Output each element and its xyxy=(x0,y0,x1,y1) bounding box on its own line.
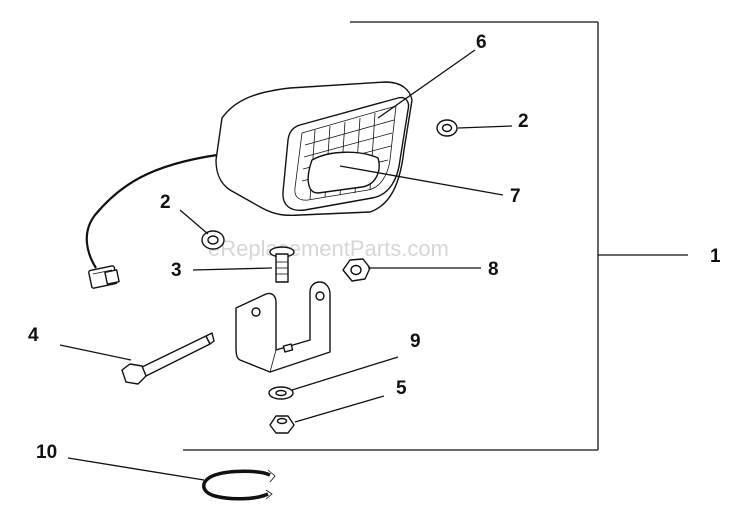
carriage-bolt xyxy=(269,246,295,283)
callout-labels: 1 2 2 3 4 5 6 7 8 9 10 xyxy=(28,32,721,463)
callout-9: 9 xyxy=(410,331,421,352)
wire-tie-clamp xyxy=(202,469,276,501)
leader-lines xyxy=(59,49,513,481)
flat-washer xyxy=(268,386,294,400)
callout-8: 8 xyxy=(488,259,499,280)
callout-7: 7 xyxy=(510,186,521,207)
lamp-housing xyxy=(85,81,413,269)
callout-1: 1 xyxy=(710,246,721,267)
mounting-bracket xyxy=(235,281,331,373)
grommet-upper xyxy=(436,119,458,137)
grommet-lower xyxy=(201,230,225,250)
hex-bolt xyxy=(121,332,215,385)
callout-4: 4 xyxy=(28,325,39,346)
callout-6: 6 xyxy=(476,32,487,53)
callout-2-lower: 2 xyxy=(160,192,171,213)
flange-nut xyxy=(342,258,371,282)
callout-2-upper: 2 xyxy=(518,111,529,132)
lens-reflector xyxy=(307,151,380,194)
callout-5: 5 xyxy=(396,378,407,399)
callout-10: 10 xyxy=(36,442,57,463)
hex-nut xyxy=(269,415,295,434)
callout-3: 3 xyxy=(171,260,182,281)
assembly-bracket xyxy=(183,21,688,451)
wire-connector xyxy=(88,265,120,289)
watermark-text: eReplacementParts.com xyxy=(208,236,449,261)
